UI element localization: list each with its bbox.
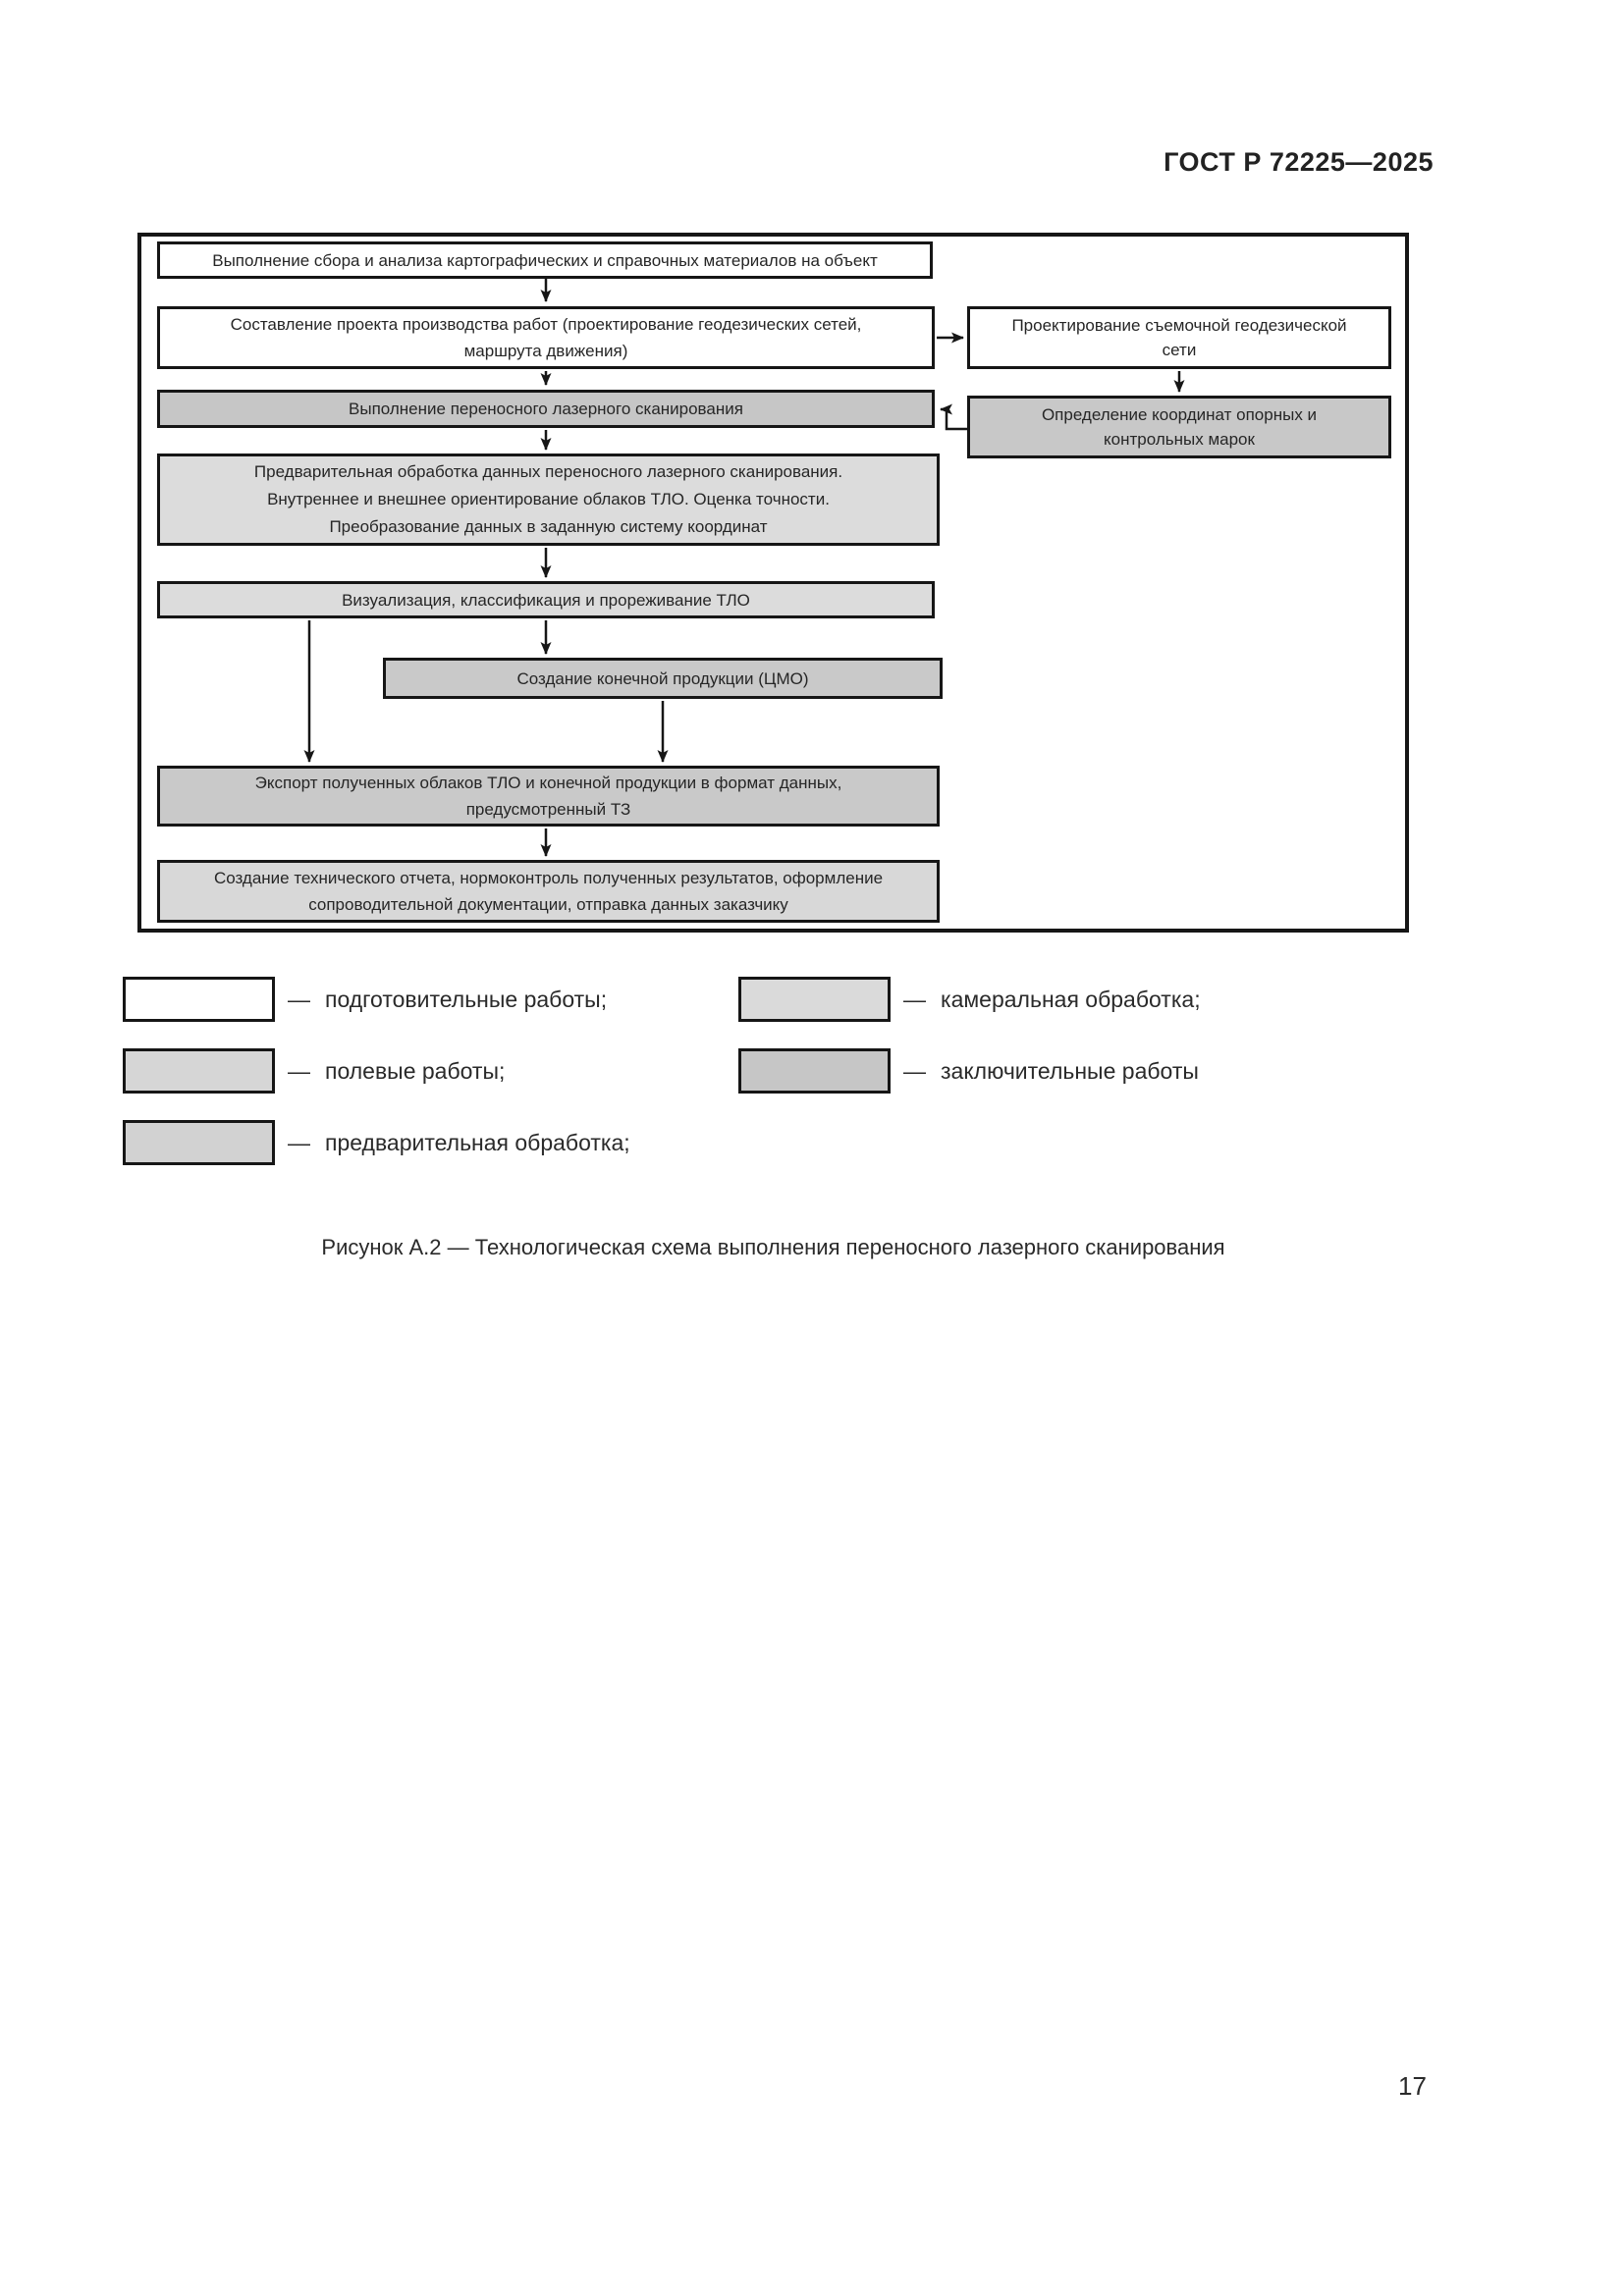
legend-label: камеральная обработка;: [941, 986, 1201, 1012]
flow-box-portable-scanning: Выполнение переносного лазерного сканиро…: [157, 390, 935, 428]
document-header: ГОСТ Р 72225—2025: [1164, 147, 1434, 177]
legend-item-field-work: — полевые работы;: [123, 1048, 505, 1094]
figure-caption: Рисунок А.2 — Технологическая схема выпо…: [321, 1235, 1225, 1259]
legend-dash: —: [288, 986, 310, 1012]
flow-box-line: Создание конечной продукции (ЦМО): [516, 668, 809, 688]
flow-box-line: Экспорт полученных облаков ТЛО и конечно…: [254, 774, 842, 792]
legend-dash: —: [903, 1057, 926, 1084]
flow-box-line: предусмотренный ТЗ: [465, 800, 631, 819]
flow-box-collect-materials: Выполнение сбора и анализа картографичес…: [157, 241, 933, 279]
page-number: 17: [1398, 2071, 1427, 2101]
flow-box-work-project: Составление проекта производства работ (…: [157, 306, 935, 369]
legend-swatch-preliminary-processing: [123, 1120, 275, 1165]
flow-box-visualization-classification: Визуализация, классификация и прореживан…: [157, 581, 935, 618]
legend-item-preparatory: — подготовительные работы;: [123, 977, 607, 1022]
legend-item-office-processing: — камеральная обработка;: [738, 977, 1201, 1022]
legend-dash: —: [288, 1129, 310, 1155]
flow-box-survey-network-design: Проектирование съемочной геодезической с…: [967, 306, 1391, 369]
flow-box-line: сопроводительной документации, отправка …: [308, 895, 788, 914]
flow-box-technical-report: Создание технического отчета, нормоконтр…: [157, 860, 940, 923]
legend-swatch-field-work: [123, 1048, 275, 1094]
flow-box-line: Выполнение сбора и анализа картографичес…: [212, 250, 878, 270]
flow-box-line: Составление проекта производства работ (…: [230, 315, 862, 334]
flow-box-line: Визуализация, классификация и прореживан…: [342, 590, 750, 610]
legend-item-preliminary-processing: — предварительная обработка;: [123, 1120, 630, 1165]
legend-label: подготовительные работы;: [325, 986, 608, 1012]
legend-label: заключительные работы: [941, 1057, 1199, 1084]
flow-box-final-product-creation: Создание конечной продукции (ЦМО): [383, 658, 943, 699]
flow-box-export-data: Экспорт полученных облаков ТЛО и конечно…: [157, 766, 940, 827]
flow-box-line: маршрута движения): [463, 342, 628, 360]
flow-box-line: контрольных марок: [1104, 430, 1255, 449]
legend-swatch-office-processing: [738, 977, 891, 1022]
flow-box-line: Проектирование съемочной геодезической: [1011, 316, 1347, 335]
flow-box-line: Преобразование данных в заданную систему…: [329, 517, 768, 536]
legend-swatch-final-work: [738, 1048, 891, 1094]
flow-box-line: Предварительная обработка данных перенос…: [253, 462, 843, 481]
legend-dash: —: [903, 986, 926, 1012]
flow-box-line: Выполнение переносного лазерного сканиро…: [349, 400, 743, 418]
legend-label: полевые работы;: [325, 1057, 506, 1084]
flow-box-line: сети: [1162, 341, 1197, 359]
legend-swatch-preparatory: [123, 977, 275, 1022]
legend-dash: —: [288, 1057, 310, 1084]
flow-box-line: Создание технического отчета, нормоконтр…: [213, 869, 884, 887]
flow-box-line: Определение координат опорных и: [1041, 405, 1318, 424]
flow-box-line: Внутреннее и внешнее ориентирование обла…: [267, 490, 830, 508]
flow-box-preliminary-processing: Предварительная обработка данных перенос…: [157, 454, 940, 546]
legend-item-final-work: — заключительные работы: [738, 1048, 1199, 1094]
flow-box-control-marks-coordinates: Определение координат опорных и контроль…: [967, 396, 1391, 458]
legend-label: предварительная обработка;: [325, 1129, 630, 1155]
